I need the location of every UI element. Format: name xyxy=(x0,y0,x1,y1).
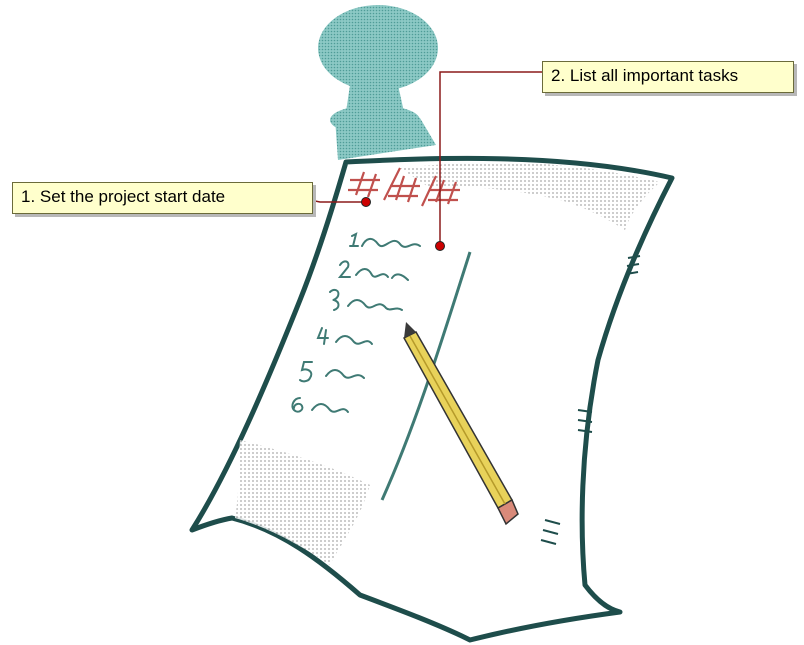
callout-set-start-date: 1. Set the project start date xyxy=(12,182,313,214)
callout-2-label: 2. List all important tasks xyxy=(551,66,738,85)
paper-sheet-icon xyxy=(192,158,672,640)
callout-1-label: 1. Set the project start date xyxy=(21,187,225,206)
rubber-stamp-icon xyxy=(318,5,438,160)
callout-list-tasks: 2. List all important tasks xyxy=(542,61,794,93)
